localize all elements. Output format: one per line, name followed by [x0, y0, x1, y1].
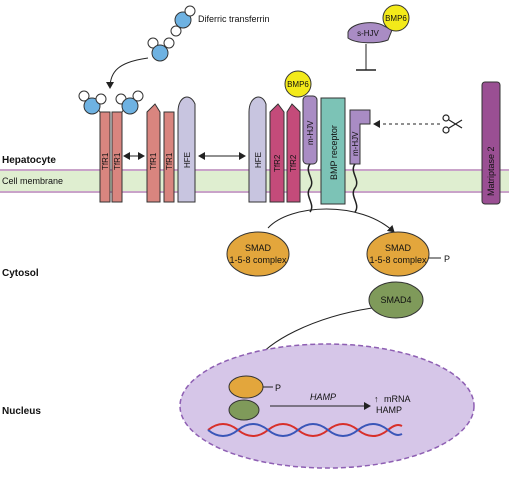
s-hjv-label: s-HJV — [357, 29, 379, 38]
dna-helix — [207, 423, 403, 437]
smad-label-b2: 1-5-8 complex — [369, 255, 427, 265]
bmp-receptor — [320, 97, 346, 205]
hfe-label-b: HFE — [254, 152, 263, 168]
tfr2-label-a: TfR2 — [273, 154, 282, 172]
smad4 — [368, 281, 424, 319]
nucleus-label: Nucleus — [2, 406, 41, 417]
hamp-gene-label: HAMP — [310, 392, 336, 402]
bmp6-label-b: BMP6 — [385, 14, 407, 23]
phospho-label-b: P — [275, 383, 281, 393]
smad-label-a2: 1-5-8 complex — [229, 255, 287, 265]
m-hjv-free — [349, 109, 371, 213]
m-hjv-label-b: m-HJV — [351, 131, 360, 156]
matriptase-2 — [481, 81, 501, 205]
tfr2-label-b: TfR2 — [289, 154, 298, 172]
smad-label-b1: SMAD — [385, 243, 412, 253]
m-hjv-label-a: m-HJV — [306, 120, 315, 145]
transferrin-binding-arrow — [106, 57, 149, 89]
diferric-transferrin — [147, 5, 196, 62]
mrna-label: mRNA — [384, 394, 411, 404]
tfr1-label-d: TfR1 — [165, 152, 174, 170]
tfr1-receptor-bound — [78, 90, 144, 203]
diferric-transferrin-label: Diferric transferrin — [198, 14, 270, 24]
smad-complex — [226, 231, 290, 277]
scissors-icon — [442, 114, 463, 134]
bmp-signal-arrow — [267, 208, 395, 233]
smad-label-a1: SMAD — [245, 243, 272, 253]
hamp-protein-label: HAMP — [376, 405, 402, 415]
bmp6-label-a: BMP6 — [287, 80, 309, 89]
nuclear-smad-complex — [228, 375, 273, 421]
matriptase2-label: Matriptase 2 — [486, 146, 496, 196]
smad4-label: SMAD4 — [380, 295, 411, 305]
tfr1-label-b: TfR1 — [113, 152, 122, 170]
s-hjv-bmp6-complex — [347, 4, 410, 44]
smad-complex-phosphorylated — [366, 231, 441, 277]
hfe-label-a: HFE — [183, 152, 192, 168]
inhibition-line — [356, 44, 376, 71]
phospho-label-a: P — [444, 254, 450, 264]
bmp-receptor-label: BMP receptor — [329, 125, 339, 180]
hepatocyte-label: Hepatocyte — [2, 155, 56, 166]
cytosol-label: Cytosol — [2, 268, 39, 279]
m-hjv-bmp6-complex — [284, 70, 318, 213]
hfe-tfr2-complex — [248, 96, 301, 203]
tfr1-hfe-complex — [146, 96, 196, 203]
cell-membrane-label: Cell membrane — [2, 176, 63, 186]
tfr1-label-a: TfR1 — [101, 152, 110, 170]
tfr1-label-c: TfR1 — [149, 152, 158, 170]
up-arrow-label: ↑ — [374, 394, 379, 404]
